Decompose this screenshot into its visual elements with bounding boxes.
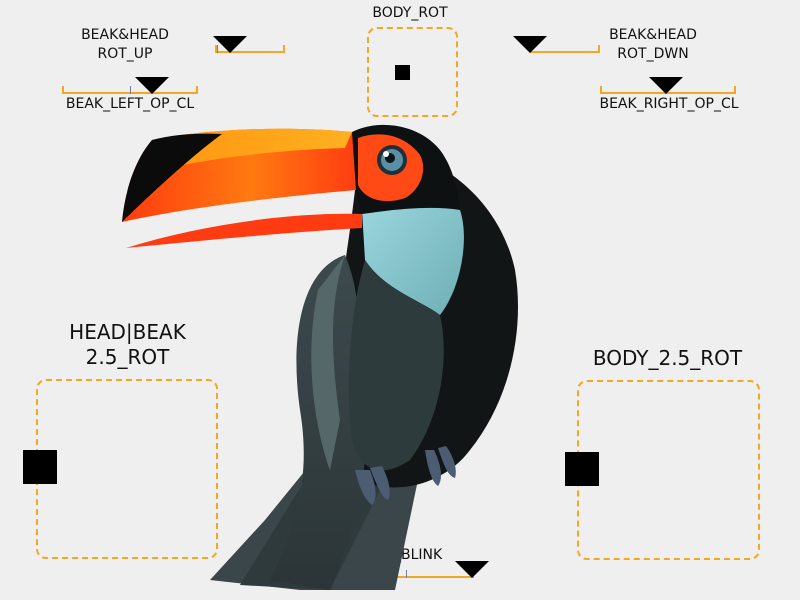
beak-head-rot-dwn-label: BEAK&HEAD ROT_DWN (598, 26, 708, 64)
beak-left-op-cl-slider-handle[interactable] (135, 77, 169, 94)
beak-left-op-cl-slider-track[interactable] (62, 86, 198, 94)
eye-blink-slider-handle[interactable] (455, 561, 489, 578)
body-2-5-rot-knob[interactable] (565, 452, 599, 486)
beak-head-rot-dwn-slider-handle[interactable] (513, 36, 547, 53)
beak-tip-shape (122, 133, 222, 222)
head-beak-2-5-rot-label-line2: 2.5_ROT (85, 345, 170, 369)
head-beak-2-5-rot-pad[interactable] (23, 379, 218, 559)
beak-head-rot-up-label-line1: BEAK&HEAD (81, 27, 169, 43)
beak-head-rot-up-label: BEAK&HEAD ROT_UP (70, 26, 180, 64)
body-2-5-rot-pad[interactable] (565, 380, 760, 560)
beak-left-op-cl-label: BEAK_LEFT_OP_CL (65, 96, 195, 112)
head-beak-2-5-rot-knob[interactable] (23, 450, 57, 484)
body-rot-knob[interactable] (395, 65, 410, 80)
beak-right-op-cl-slider-handle[interactable] (649, 77, 683, 94)
beak-head-rot-dwn-label-line1: BEAK&HEAD (609, 27, 697, 43)
head-beak-2-5-rot-label-line1: HEAD|BEAK (69, 320, 186, 344)
head-beak-2-5-rot-label: HEAD|BEAK 2.5_ROT (55, 320, 200, 370)
beak-head-rot-up-slider-handle[interactable] (213, 36, 247, 53)
body-rot-pad[interactable] (367, 27, 458, 117)
throat-shape (362, 200, 464, 315)
feet-shape (355, 446, 456, 505)
beak-head-rot-up-label-line2: ROT_UP (97, 46, 153, 62)
beak-head-rot-dwn-label-line2: ROT_DWN (617, 46, 689, 62)
beak-lower-shape (126, 213, 362, 248)
body-rot-label: BODY_ROT (372, 5, 448, 21)
body-2-5-rot-label: BODY_2.5_ROT (592, 346, 743, 370)
beak-right-op-cl-label: BEAK_RIGHT_OP_CL (599, 96, 739, 112)
